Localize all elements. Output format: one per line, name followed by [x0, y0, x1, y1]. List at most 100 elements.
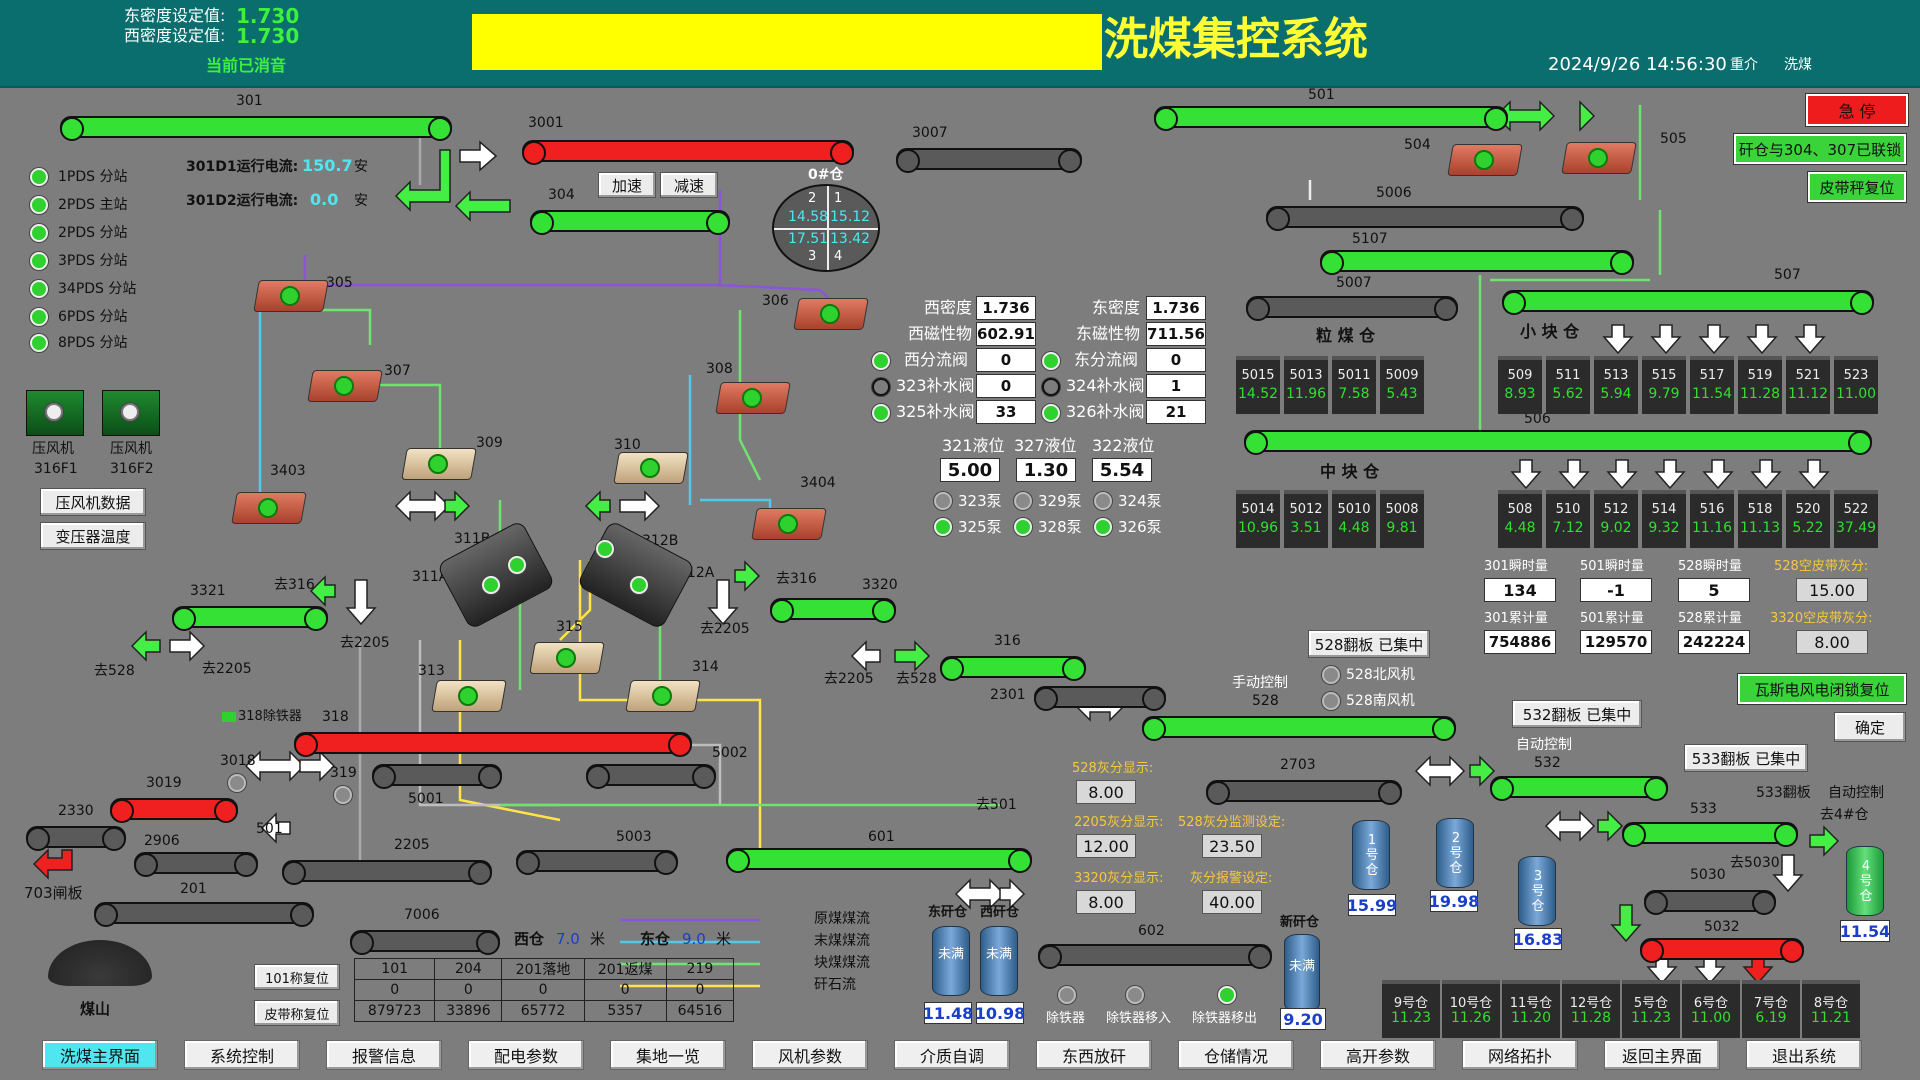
- compressor-316f1-icon[interactable]: [26, 390, 84, 436]
- compressor-data-button[interactable]: 压风机数据: [40, 488, 146, 516]
- accelerate-button[interactable]: 加速: [598, 172, 656, 198]
- east-split-valve-value[interactable]: 0: [1146, 348, 1206, 372]
- compressor-316f2-icon[interactable]: [102, 390, 160, 436]
- transformer-temp-button[interactable]: 变压器温度: [40, 522, 146, 550]
- screen-305[interactable]: [250, 272, 332, 318]
- belt-3019[interactable]: [110, 798, 238, 823]
- belt-532[interactable]: [1490, 776, 1668, 801]
- nav-fan-params[interactable]: 风机参数: [752, 1040, 868, 1070]
- screen-313[interactable]: [428, 672, 510, 718]
- nav-return-main[interactable]: 返回主界面: [1604, 1040, 1720, 1070]
- nav-main-screen[interactable]: 洗煤主界面: [42, 1040, 158, 1070]
- belt-3007[interactable]: [896, 148, 1082, 173]
- nav-site-overview[interactable]: 集地一览: [610, 1040, 726, 1070]
- nav-storage[interactable]: 仓储情况: [1178, 1040, 1294, 1070]
- screen-309[interactable]: [398, 440, 480, 486]
- belt-201[interactable]: [94, 902, 314, 927]
- silo-4[interactable]: 4号仓: [1846, 846, 1884, 916]
- belt-304[interactable]: [530, 210, 730, 235]
- confirm-button[interactable]: 确定: [1834, 712, 1906, 742]
- belt-5001[interactable]: [372, 764, 502, 789]
- nav-power-params[interactable]: 配电参数: [468, 1040, 584, 1070]
- belt-2330[interactable]: [26, 826, 126, 851]
- valve-323-value[interactable]: 0: [976, 374, 1036, 398]
- belt-318[interactable]: [294, 732, 692, 757]
- silo-2[interactable]: 2号仓: [1436, 818, 1474, 888]
- belt-3321[interactable]: [172, 606, 328, 631]
- belt-2703[interactable]: [1206, 780, 1402, 805]
- screen-504[interactable]: [1444, 136, 1526, 182]
- ash-528-setpoint-value[interactable]: 23.50: [1202, 834, 1262, 858]
- screen-315[interactable]: [526, 634, 608, 680]
- screen-314[interactable]: [622, 672, 704, 718]
- belt-5032[interactable]: [1640, 938, 1804, 963]
- nav-network-topology[interactable]: 网络拓扑: [1462, 1040, 1578, 1070]
- scale-101-reset-button[interactable]: 101称复位: [254, 964, 340, 990]
- flip-533-button[interactable]: 533翻板 已集中: [1684, 744, 1808, 772]
- silo-1[interactable]: 1号仓: [1352, 820, 1390, 890]
- screen-3403[interactable]: [228, 484, 310, 530]
- screen-505[interactable]: [1558, 134, 1640, 180]
- belt-2301[interactable]: [1034, 686, 1166, 711]
- silo-3[interactable]: 3号仓: [1518, 856, 1556, 926]
- belt-5002[interactable]: [586, 764, 716, 789]
- valve-324-value[interactable]: 1: [1146, 374, 1206, 398]
- belt-601[interactable]: [726, 848, 1032, 873]
- ash-alarm-value[interactable]: 40.00: [1202, 890, 1262, 914]
- flip-532-button[interactable]: 532翻板 已集中: [1512, 700, 1642, 728]
- belt-5003[interactable]: [516, 850, 678, 875]
- gangue-linkage-button[interactable]: 矸仓与304、307已联锁: [1734, 134, 1906, 164]
- belt-5007[interactable]: [1246, 296, 1458, 321]
- nav-exit-system[interactable]: 退出系统: [1746, 1040, 1862, 1070]
- screen-310[interactable]: [610, 444, 692, 490]
- belt-301[interactable]: [60, 116, 452, 141]
- belt-5006[interactable]: [1266, 206, 1584, 231]
- west-split-valve-value[interactable]: 0: [976, 348, 1036, 372]
- decelerate-button[interactable]: 减速: [660, 172, 718, 198]
- nav-system-control[interactable]: 系统控制: [184, 1040, 300, 1070]
- belt-533[interactable]: [1622, 822, 1798, 847]
- belt-602[interactable]: [1038, 944, 1272, 969]
- valve-326-value[interactable]: 21: [1146, 400, 1206, 424]
- east-gangue-silo[interactable]: 未满: [932, 926, 970, 996]
- new-gangue-silo[interactable]: 未满: [1284, 934, 1320, 1012]
- silo-0-icon[interactable]: [772, 184, 880, 272]
- belt-507[interactable]: [1502, 290, 1874, 315]
- belt-2906[interactable]: [134, 852, 258, 877]
- nav-alarm-info[interactable]: 报警信息: [326, 1040, 442, 1070]
- belt-5030[interactable]: [1644, 890, 1776, 915]
- screen-306[interactable]: [790, 290, 872, 336]
- belt-scale-reset-top-button[interactable]: 皮带秤复位: [1808, 172, 1906, 202]
- belt-3001[interactable]: [522, 140, 854, 165]
- belt-316[interactable]: [940, 656, 1086, 681]
- meter-528-empty-ash-value[interactable]: 15.00: [1796, 578, 1868, 602]
- screen-3404[interactable]: [748, 500, 830, 546]
- screen-307[interactable]: [304, 362, 386, 408]
- gas-lockout-reset-button[interactable]: 瓦斯电风电闭锁复位: [1738, 674, 1906, 704]
